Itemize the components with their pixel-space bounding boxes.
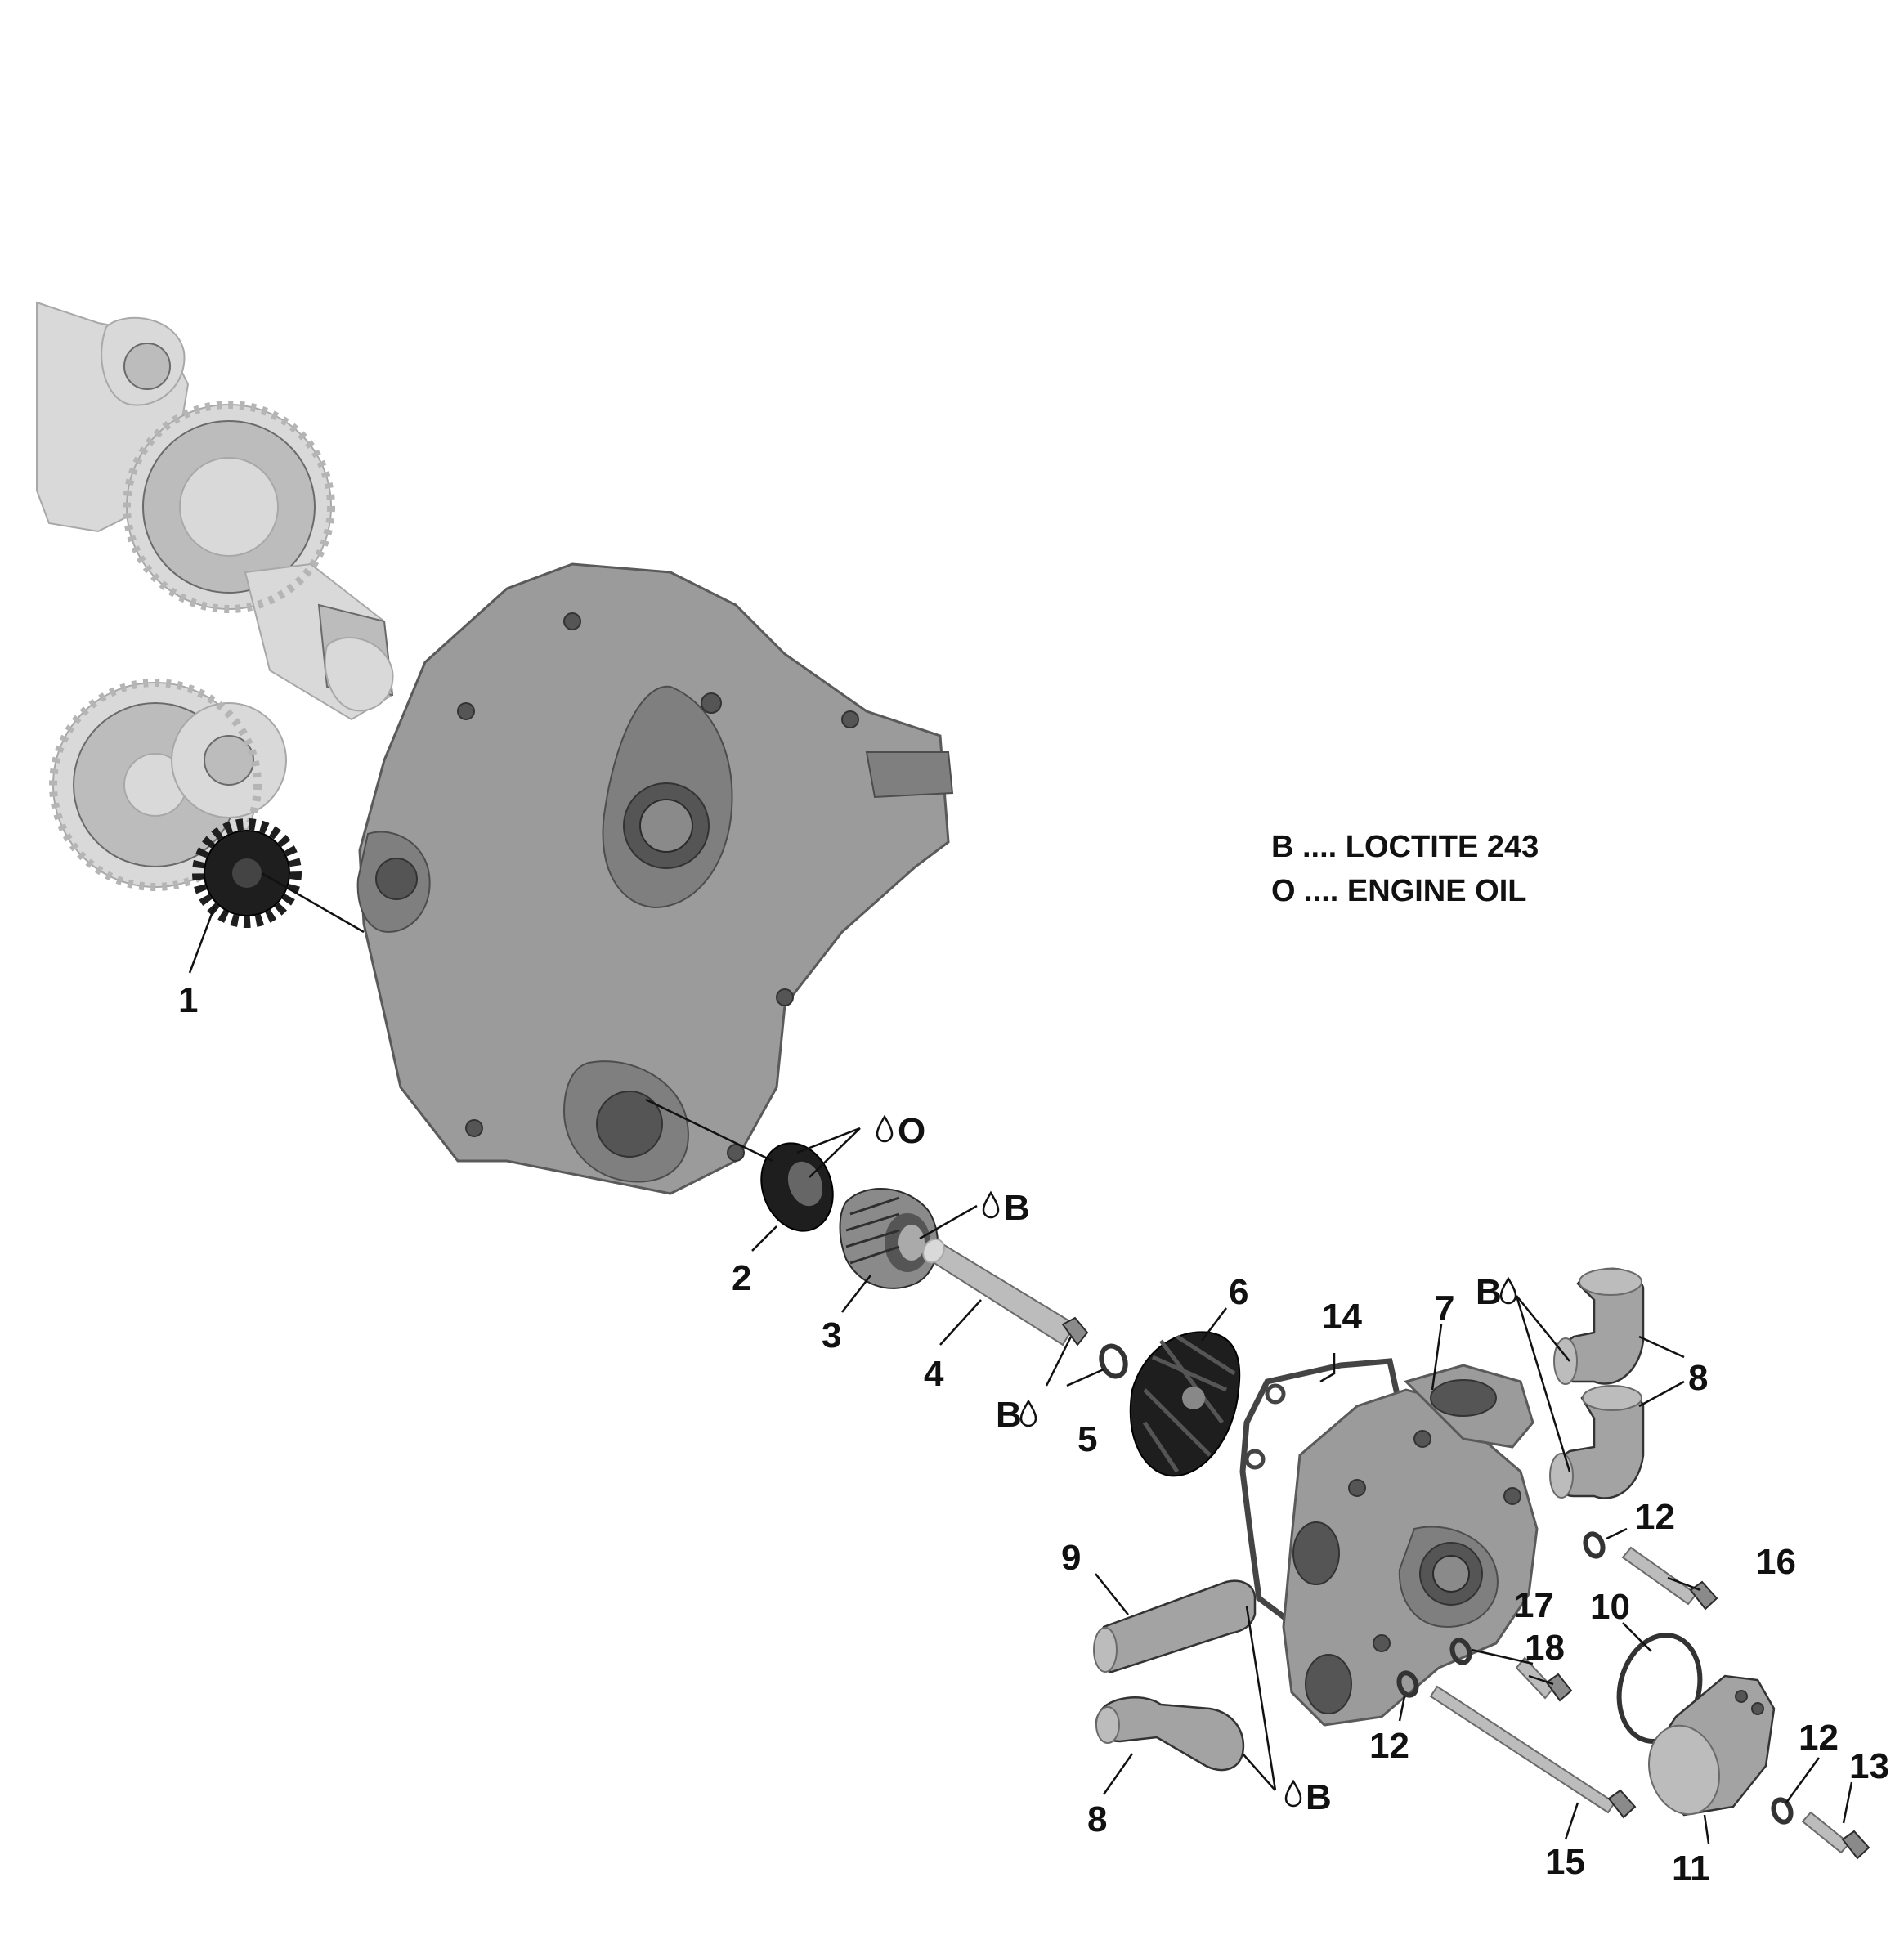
part-17-washer [1449,1638,1472,1665]
callout-12-middle: 12 [1369,1726,1409,1766]
callout-13: 13 [1849,1746,1889,1786]
callout-1: 1 [178,980,198,1020]
part-13-bolt [1801,1811,1870,1860]
callout-10: 10 [1590,1587,1630,1627]
callout-8-right: 8 [1688,1358,1708,1398]
callout-11: 11 [1672,1848,1710,1889]
legend-loctite: B .... LOCTITE 243 [1271,830,1539,864]
engine-crankcase [356,562,954,1195]
callout-15: 15 [1545,1842,1585,1882]
liquid-drop-icon [1019,1400,1037,1427]
svg-text:B: B [996,1395,1022,1435]
callout-17: 17 [1514,1585,1554,1625]
svg-text:B: B [1476,1272,1502,1312]
callout-6: 6 [1229,1272,1248,1312]
callout-9: 9 [1061,1538,1081,1578]
callout-3: 3 [822,1315,841,1355]
svg-text:O: O [898,1111,925,1151]
part-1-drive-gear [192,818,302,928]
marker-o-seal: O [876,1111,925,1151]
marker-b-hoses: B [1284,1777,1332,1817]
part-4-pump-shaft [922,1238,1089,1346]
liquid-drop-icon [1499,1277,1517,1305]
leader-lines [188,907,1853,1844]
product-markers: O B B B B [876,1111,1517,1817]
callout-12-right: 12 [1799,1718,1839,1758]
part-7-pump-housing [1282,1364,1539,1727]
part-5-washer [1099,1343,1128,1379]
callout-7: 7 [1435,1288,1454,1328]
part-12-washer-c [1771,1797,1794,1825]
part-8-elbow-lower [1095,1696,1245,1772]
callout-8-lower: 8 [1087,1799,1107,1839]
callout-5: 5 [1077,1419,1097,1459]
part-3-mechanical-seal [839,1188,939,1289]
part-6-impeller [1129,1331,1241,1477]
product-legend: B .... LOCTITE 243 O .... ENGINE OIL [1271,830,1539,908]
svg-text:B: B [1306,1777,1332,1817]
callout-18: 18 [1525,1628,1565,1668]
marker-b-shaft: B [996,1395,1037,1435]
part-2-oil-seal [760,1142,834,1232]
liquid-drop-icon [982,1191,1000,1219]
part-12-washer-a [1583,1531,1606,1559]
callout-2: 2 [732,1258,751,1298]
crankshaft-gear-train [36,301,394,891]
liquid-drop-icon [1284,1780,1302,1808]
part-8-elbow-middle [1549,1385,1645,1499]
part-8-elbow-upper [1553,1267,1645,1385]
marker-b-seal: B [982,1188,1030,1228]
part-11-outlet-fitting [1648,1674,1776,1817]
svg-text:B: B [1004,1188,1030,1228]
callout-numbers: 1 2 3 4 5 6 7 14 8 9 8 10 11 12 12 12 13… [178,980,1889,1889]
marker-b-elbow: B [1476,1272,1517,1312]
legend-engine-oil: O .... ENGINE OIL [1271,874,1526,908]
part-12-washer-b [1396,1670,1419,1698]
callout-14: 14 [1322,1297,1362,1337]
liquid-drop-icon [876,1115,894,1143]
part-15-long-bolt [1429,1685,1637,1819]
callout-16: 16 [1756,1542,1796,1582]
part-9-hose [1093,1579,1257,1673]
callout-4: 4 [924,1354,944,1394]
callout-12-upper: 12 [1635,1497,1675,1537]
